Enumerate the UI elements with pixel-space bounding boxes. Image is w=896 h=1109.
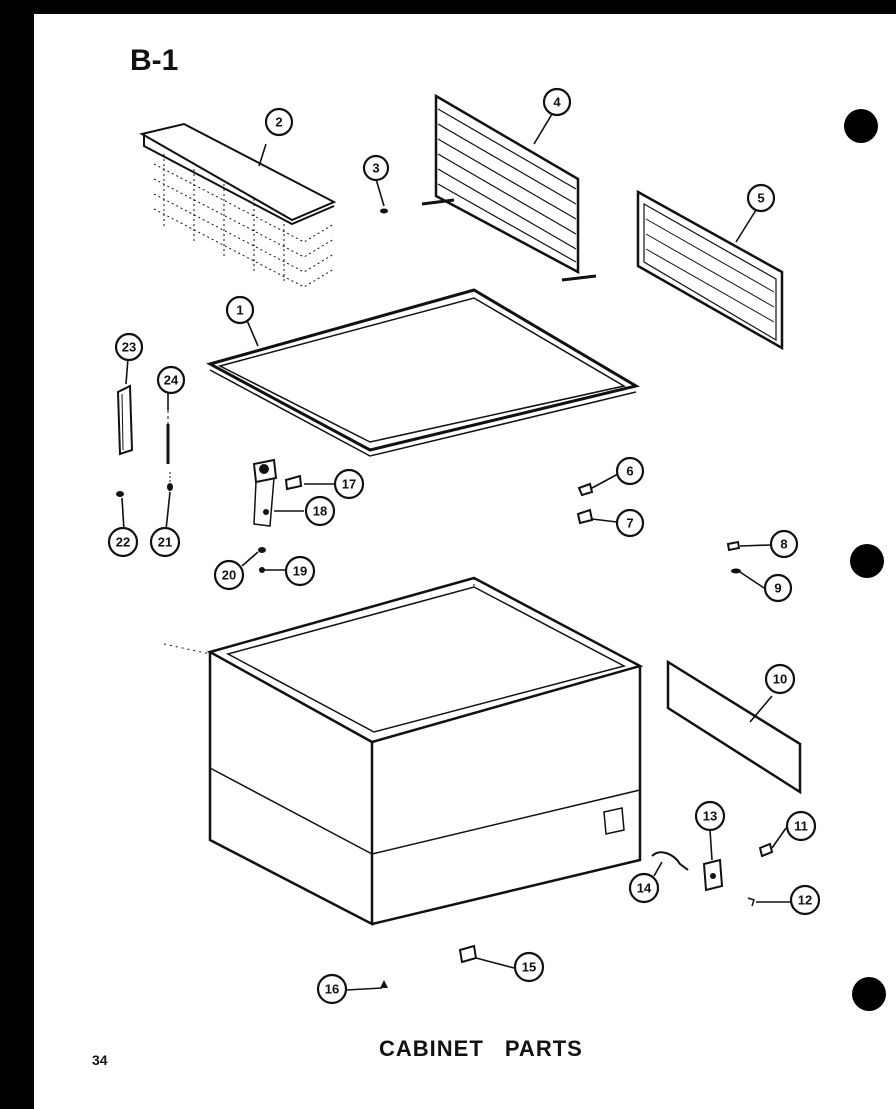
part-17-switch xyxy=(284,474,303,491)
callout-14: 14 xyxy=(628,872,660,904)
part-10-back-panel xyxy=(666,659,802,795)
part-15-bracket xyxy=(458,944,478,964)
part-21-screw xyxy=(167,472,173,491)
callout-label: 4 xyxy=(553,95,561,110)
callout-10: 10 xyxy=(764,663,796,695)
callout-8: 8 xyxy=(769,529,799,559)
callout-label: 13 xyxy=(703,809,717,824)
part-1-gasket-frame xyxy=(206,288,640,457)
part-5-panel xyxy=(636,189,784,351)
callout-label: 19 xyxy=(293,564,307,579)
callout-label: 16 xyxy=(325,982,339,997)
callout-15: 15 xyxy=(513,951,545,983)
cabinet-body xyxy=(163,576,644,927)
callout-label: 7 xyxy=(626,516,633,531)
part-20-nut xyxy=(258,547,266,553)
callout-label: 11 xyxy=(794,819,808,834)
part-8-fastener xyxy=(726,540,741,552)
callout-label: 12 xyxy=(798,893,812,908)
callout-9: 9 xyxy=(763,573,793,603)
part-23-hinge-cover xyxy=(116,384,134,456)
part-19-washer xyxy=(259,567,265,573)
part-6-clip xyxy=(577,482,594,497)
part-16-foot xyxy=(380,980,388,988)
callout-11: 11 xyxy=(785,810,817,842)
callout-label: 6 xyxy=(626,464,633,479)
callout-label: 15 xyxy=(522,960,536,975)
callout-22: 22 xyxy=(107,526,139,558)
part-13-terminal-block xyxy=(702,858,724,892)
callout-12: 12 xyxy=(789,884,821,916)
callout-2: 2 xyxy=(264,107,294,137)
callout-label: 21 xyxy=(158,535,172,550)
callout-13: 13 xyxy=(694,800,726,832)
callout-7: 7 xyxy=(615,508,645,538)
binder-hole-top xyxy=(844,109,878,143)
leader-lines xyxy=(121,113,792,991)
callout-label: 9 xyxy=(774,581,781,596)
callout-label: 20 xyxy=(222,568,236,583)
callout-label: 14 xyxy=(637,881,652,896)
part-3-clip xyxy=(380,208,388,214)
callout-label: 10 xyxy=(773,672,787,687)
section-code: B-1 xyxy=(130,44,179,77)
callout-20: 20 xyxy=(213,559,245,591)
callout-1: 1 xyxy=(225,295,255,325)
callout-label: 3 xyxy=(372,161,379,176)
callout-label: 17 xyxy=(342,477,356,492)
part-9-fastener xyxy=(731,568,741,574)
part-7-clip xyxy=(576,508,594,525)
callout-21: 21 xyxy=(149,526,181,558)
exploded-parts-diagram: 1 2 3 4 5 6 7 8 9 10 11 12 13 14 15 16 1… xyxy=(107,87,886,1011)
callout-label: 8 xyxy=(780,537,787,552)
binder-hole-middle xyxy=(850,544,884,578)
callout-label: 24 xyxy=(164,373,179,388)
callout-label: 23 xyxy=(122,340,136,355)
part-18-thermostat-assembly xyxy=(252,458,278,527)
parts-sheet: B-1 xyxy=(34,14,896,1109)
callout-label: 22 xyxy=(116,535,130,550)
callout-16: 16 xyxy=(316,973,348,1005)
callout-label: 18 xyxy=(313,504,327,519)
callout-label: 2 xyxy=(275,115,282,130)
part-12-screw xyxy=(747,897,755,907)
callout-23: 23 xyxy=(114,332,144,362)
callout-18: 18 xyxy=(304,495,336,527)
page-number: 34 xyxy=(92,1052,108,1068)
callout-label: 1 xyxy=(236,303,243,318)
callout-17: 17 xyxy=(333,468,365,500)
callout-4: 4 xyxy=(542,87,572,117)
part-14-cord-clamp xyxy=(651,851,689,871)
callout-3: 3 xyxy=(362,154,390,182)
callout-5: 5 xyxy=(746,183,776,213)
callout-label: 5 xyxy=(757,191,764,206)
callout-19: 19 xyxy=(284,555,316,587)
part-4-divider xyxy=(421,93,597,282)
callout-6: 6 xyxy=(615,456,645,486)
part-2-wire-basket xyxy=(139,122,337,288)
callout-24: 24 xyxy=(156,365,186,395)
binder-hole-bottom xyxy=(852,977,886,1011)
part-11-connector xyxy=(758,842,774,858)
diagram-caption: CABINET PARTS xyxy=(379,1036,583,1061)
part-22-screw xyxy=(116,491,124,497)
